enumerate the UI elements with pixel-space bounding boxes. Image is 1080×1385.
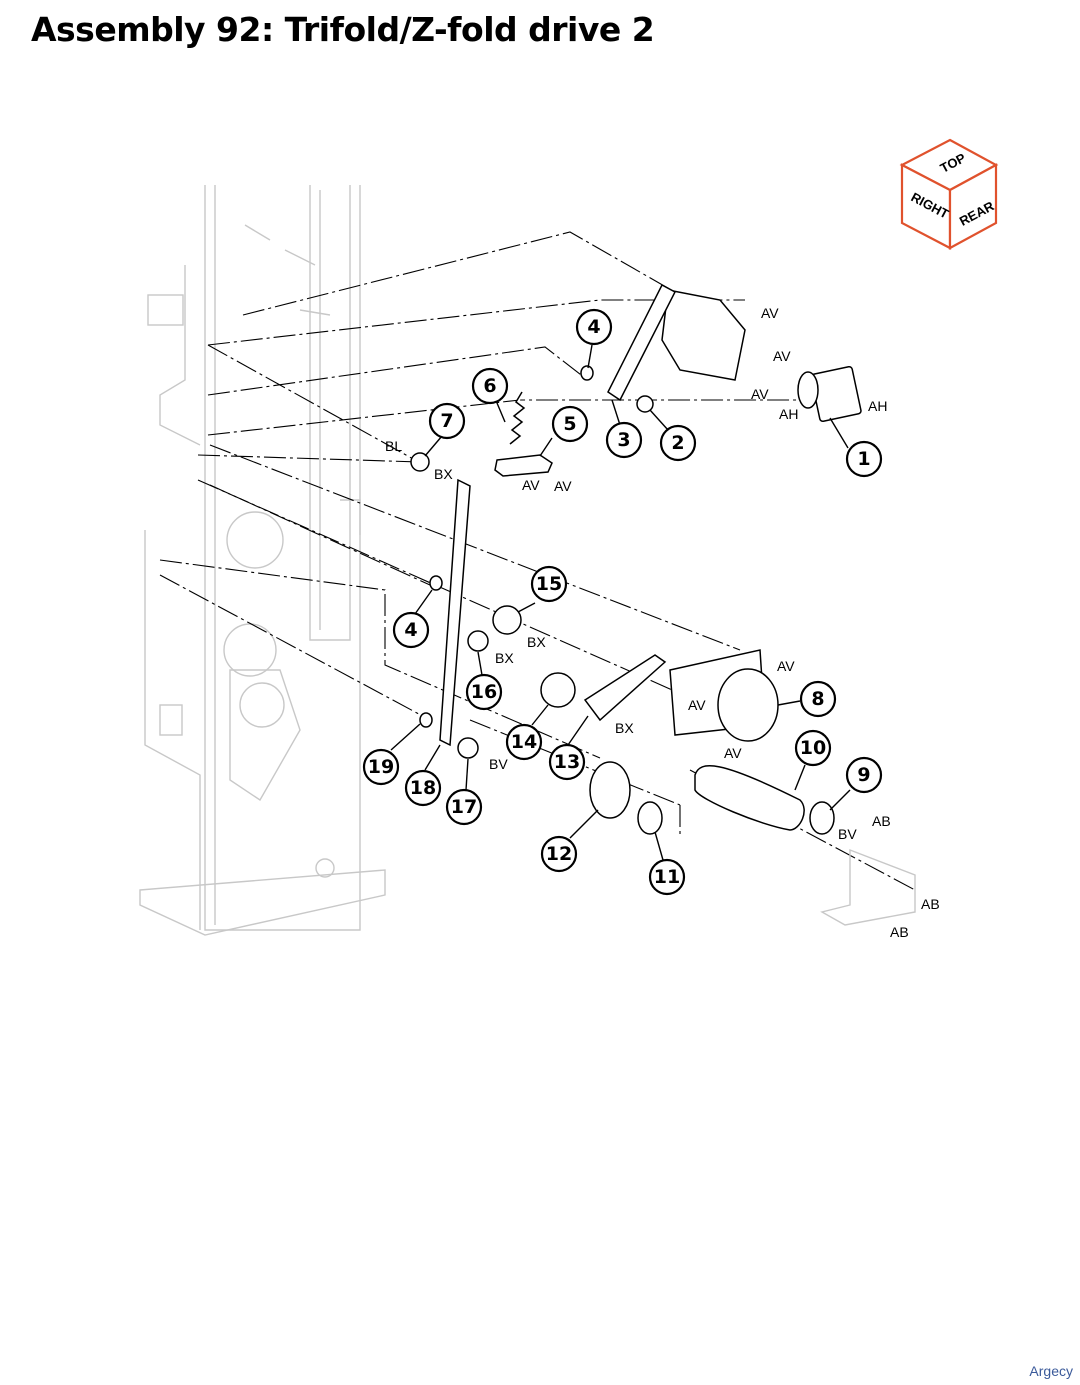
part-11-pulley — [637, 801, 663, 835]
svg-text:12: 12 — [546, 843, 572, 865]
connector-label: AV — [724, 745, 742, 761]
part-6-spring — [509, 391, 526, 445]
part-13-belt — [583, 654, 667, 722]
svg-text:13: 13 — [554, 751, 580, 773]
part-16-pulley — [467, 630, 489, 652]
connector-label: AH — [779, 406, 798, 422]
part-10-belt — [694, 765, 805, 831]
callout-2: 2 — [659, 424, 697, 462]
part-19-washer — [419, 712, 433, 728]
svg-text:17: 17 — [451, 796, 477, 818]
connector-label: AB — [872, 813, 891, 829]
callout-3: 3 — [605, 421, 643, 459]
connector-label: BV — [838, 826, 857, 842]
callout-8: 8 — [799, 680, 837, 718]
connector-label: AV — [522, 477, 540, 493]
callout-10: 10 — [794, 729, 832, 767]
callout-5: 5 — [551, 405, 589, 443]
svg-text:4: 4 — [587, 316, 600, 338]
callout-11: 11 — [648, 858, 686, 896]
callout-18: 18 — [404, 769, 442, 807]
connector-label: AB — [890, 924, 909, 940]
part-15-pulley — [492, 605, 522, 635]
callout-16: 16 — [465, 673, 503, 711]
connector-label: AV — [554, 478, 572, 494]
svg-text:10: 10 — [800, 737, 826, 759]
svg-text:19: 19 — [368, 756, 394, 778]
connector-label: AV — [761, 305, 779, 321]
svg-text:4: 4 — [404, 619, 417, 641]
part-17-pulley — [457, 737, 479, 759]
svg-text:16: 16 — [471, 681, 497, 703]
watermark: Argecy — [1029, 1363, 1073, 1379]
top-bracket — [661, 289, 746, 381]
part-3-belt — [607, 283, 677, 402]
part-1-motor — [797, 365, 862, 423]
page-title: Assembly 92: Trifold/Z-fold drive 2 — [31, 10, 655, 49]
orientation-cube: TOP RIGHT REAR — [899, 138, 999, 250]
svg-text:1: 1 — [857, 448, 870, 470]
svg-text:2: 2 — [671, 432, 684, 454]
connector-label: AV — [773, 348, 791, 364]
svg-text:6: 6 — [483, 375, 496, 397]
connector-label: BX — [615, 720, 634, 736]
svg-text:15: 15 — [536, 573, 562, 595]
connector-label: AV — [688, 697, 706, 713]
svg-text:18: 18 — [410, 777, 436, 799]
part-4-washer-upper — [580, 365, 594, 381]
part-5-lever — [494, 454, 553, 477]
callout-17: 17 — [445, 788, 483, 826]
callout-7: 7 — [428, 402, 466, 440]
callout-4-lower: 4 — [392, 611, 430, 649]
callout-12: 12 — [540, 835, 578, 873]
connector-label: BL — [385, 438, 402, 454]
part-9-pulley — [809, 801, 835, 835]
connector-label: AV — [751, 386, 769, 402]
svg-text:11: 11 — [654, 866, 680, 888]
part-2-pulley — [636, 395, 654, 413]
svg-text:3: 3 — [617, 429, 630, 451]
callout-6: 6 — [471, 367, 509, 405]
part-4-washer-lower — [429, 575, 443, 591]
svg-text:7: 7 — [440, 410, 453, 432]
callout-19: 19 — [362, 748, 400, 786]
part-7-gear — [410, 452, 430, 472]
connector-label: BX — [434, 466, 453, 482]
svg-text:8: 8 — [811, 688, 824, 710]
part-18-long-belt — [439, 478, 471, 747]
part-12-gear — [589, 761, 631, 819]
connector-labels: AV AV AV AH AH AV AV BL BX BX BX BX AV A… — [385, 305, 940, 940]
callout-1: 1 — [845, 440, 883, 478]
svg-text:9: 9 — [857, 764, 870, 786]
bottom-bracket — [820, 848, 916, 926]
part-14-pulley — [540, 672, 576, 708]
part-callouts: 1 2 3 4 5 6 7 4 8 9 10 11 12 13 14 15 16… — [362, 308, 883, 896]
part-8-motor — [669, 649, 779, 742]
connector-label: AV — [777, 658, 795, 674]
connector-label: AB — [921, 896, 940, 912]
connector-label: BX — [527, 634, 546, 650]
svg-text:14: 14 — [511, 731, 537, 753]
connector-label: BV — [489, 756, 508, 772]
callout-13: 13 — [548, 743, 586, 781]
callout-15: 15 — [530, 565, 568, 603]
connector-label: BX — [495, 650, 514, 666]
connector-label: AH — [868, 398, 887, 414]
leader-lines — [390, 344, 851, 861]
drive-parts — [410, 283, 916, 926]
callout-9: 9 — [845, 756, 883, 794]
callout-14: 14 — [505, 723, 543, 761]
callout-4-upper: 4 — [575, 308, 613, 346]
svg-text:5: 5 — [563, 413, 576, 435]
finisher-frame — [139, 185, 386, 936]
